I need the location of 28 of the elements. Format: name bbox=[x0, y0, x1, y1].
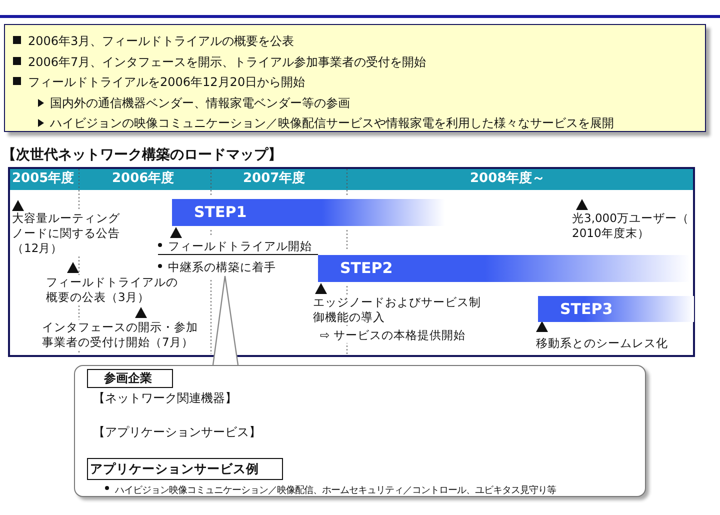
bullet-item: ハイビジョン映像コミュニケーション／映像配信、ホームセキュリティ／コントロール、ユビキタス見守り等 bbox=[105, 483, 556, 499]
step-bar: STEP3 bbox=[538, 296, 694, 322]
milestone-text: 移動系とのシームレス化 bbox=[536, 336, 668, 351]
heading-box: アプリケーションサービス例 bbox=[87, 458, 283, 480]
section-heading: 【ネットワーク関連機器】 bbox=[93, 390, 237, 406]
summary-box bbox=[4, 24, 706, 132]
bullet-item: 2006年3月、フィールドトライアルの概要を公表 bbox=[13, 33, 294, 49]
bullet-item: 中継系の構築に着手 bbox=[158, 259, 276, 275]
milestone-text: エッジノードおよびサービス制御機能の導入 bbox=[313, 295, 481, 325]
bullet-item: 国内外の通信機器ベンダー、情報家電ベンダー等の参画 bbox=[38, 94, 350, 110]
bullet-item: フィールドトライアルを2006年12月20日から開始 bbox=[13, 74, 306, 90]
milestone-text: 光3,000万ユーザー（2010年度末） bbox=[572, 211, 690, 241]
year-label: 2007年度 bbox=[243, 171, 306, 186]
bullet-item: ハイビジョンの映像コミュニケーション／映像配信サービスや情報家電を利用した様々なサービスを展開 bbox=[38, 115, 614, 131]
callout-box bbox=[74, 365, 646, 497]
step-bar: STEP1 bbox=[172, 199, 445, 226]
milestone-text: ⇨ サービスの本格提供開始 bbox=[320, 328, 466, 343]
milestone-text: 大容量ルーティングノードに関する公告（12月） bbox=[12, 211, 122, 256]
bullet-item: フィールドトライアル開始 bbox=[158, 238, 318, 255]
milestone-text: フィールドトライアルの概要の公表（3月） bbox=[46, 275, 178, 305]
heading-box: 参画企業 bbox=[87, 369, 173, 388]
bullet-item: 2006年7月、インタフェースを開示、トライアル参加事業者の受付を開始 bbox=[13, 54, 426, 70]
year-label: 2005年度 bbox=[12, 171, 74, 186]
year-label: 2006年度 bbox=[112, 171, 174, 186]
year-label: 2008年度～ bbox=[470, 171, 546, 186]
heading: 【次世代ネットワーク構築のロードマップ】 bbox=[2, 146, 282, 164]
milestone-text: インタフェースの開示・参加事業者の受付け開始（7月） bbox=[42, 320, 198, 350]
section-heading: 【アプリケーションサービス】 bbox=[93, 424, 261, 440]
